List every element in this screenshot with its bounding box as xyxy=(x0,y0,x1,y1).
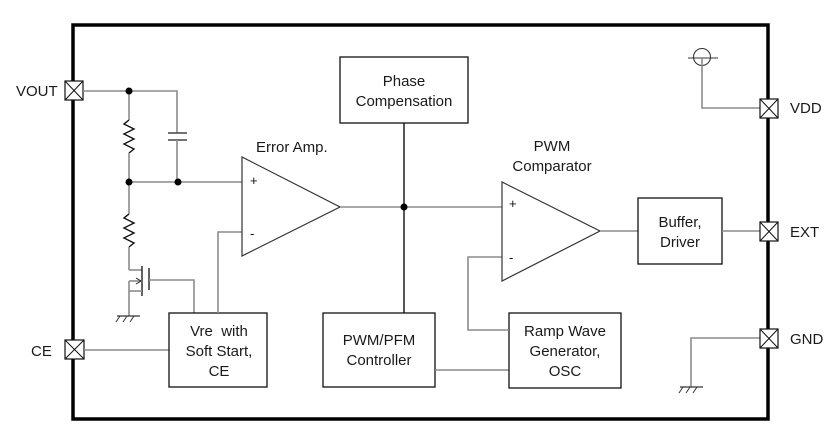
phase-comp-line1: Phase xyxy=(383,73,426,90)
phase-compensation-block: Phase Compensation xyxy=(339,56,469,124)
buffer-driver-block: Buffer, Driver xyxy=(637,197,723,265)
error-amp-plus: + xyxy=(250,173,258,188)
vdd-pin xyxy=(759,98,779,119)
pwm-comp-minus: - xyxy=(509,250,513,265)
junction-dot xyxy=(125,178,133,186)
junction-dot xyxy=(125,87,133,95)
nmos-transistor-icon xyxy=(128,266,195,316)
ext-pin xyxy=(759,221,779,242)
buffer-line2: Driver xyxy=(660,234,700,251)
phase-comp-line2: Compensation xyxy=(356,93,453,110)
capacitor-icon xyxy=(168,132,187,141)
ground-icon xyxy=(115,315,140,323)
ramp-wave-generator-block: Ramp Wave Generator, OSC xyxy=(508,312,622,389)
feedback-network xyxy=(83,87,242,323)
pin-label-ce: CE xyxy=(31,343,52,360)
error-amp-label: Error Amp. xyxy=(256,139,328,156)
pin-label-ext: EXT xyxy=(790,224,819,241)
vre-soft-start-block: Vre with Soft Start, CE xyxy=(168,312,268,388)
pin-label-vdd: VDD xyxy=(790,100,822,117)
vre-label-line2: Soft Start, xyxy=(186,343,253,360)
pwm-pfm-controller-block: PWM/PFM Controller xyxy=(322,312,436,388)
pwm-comparator: + - xyxy=(501,181,602,282)
gnd-pin xyxy=(759,328,779,349)
error-amp-minus: - xyxy=(250,226,254,241)
vout-pin xyxy=(64,80,84,101)
error-amplifier: + - xyxy=(241,156,342,257)
ce-pin xyxy=(64,339,85,360)
resistor-icon xyxy=(122,119,136,154)
pwm-pfm-line2: Controller xyxy=(346,352,411,369)
pwm-comp-plus: + xyxy=(509,196,517,211)
resistor-icon xyxy=(122,213,136,248)
pwm-comp-label-line2: Comparator xyxy=(512,158,591,175)
junction-dot xyxy=(174,178,182,186)
pwm-comp-label-line1: PWM xyxy=(534,138,571,155)
pin-label-gnd: GND xyxy=(790,331,824,348)
ramp-line2: Generator, xyxy=(530,343,601,360)
vre-label-line1: Vre with xyxy=(190,323,248,340)
ground-icon xyxy=(678,386,703,394)
buffer-line1: Buffer, xyxy=(658,214,701,231)
ramp-line3: OSC xyxy=(549,363,582,380)
pin-label-vout: VOUT xyxy=(16,83,58,100)
junction-dot xyxy=(400,203,408,211)
vdd-supply-icon xyxy=(688,47,718,67)
ramp-line1: Ramp Wave xyxy=(524,323,606,340)
vre-label-line3: CE xyxy=(209,363,230,380)
pwm-pfm-line1: PWM/PFM xyxy=(343,332,416,349)
